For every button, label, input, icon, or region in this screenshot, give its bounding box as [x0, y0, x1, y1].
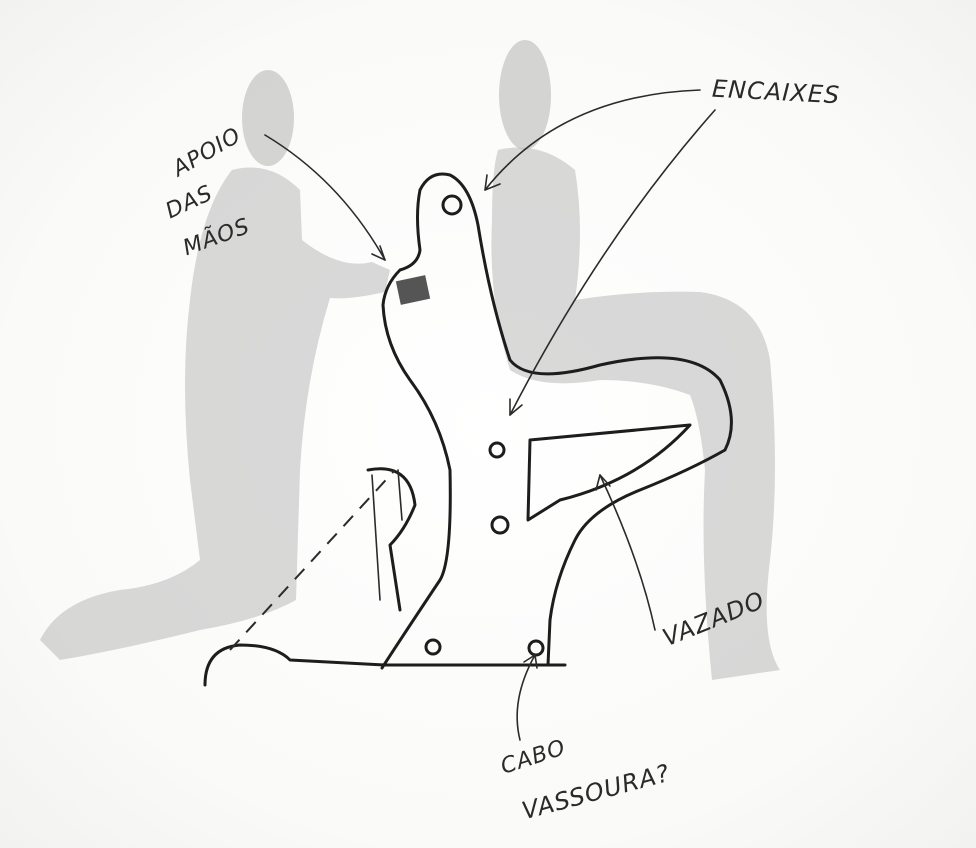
- fitting-hole-lower-left: [426, 640, 440, 654]
- top-fitting-hole: [443, 196, 461, 214]
- annotation-arrows: [265, 90, 715, 740]
- broom-arrow: [517, 655, 535, 740]
- fitting-hole-upper: [490, 443, 504, 457]
- kneeling-person-head: [242, 70, 294, 166]
- support-outline-left: [382, 190, 450, 668]
- seated-person-head: [499, 40, 551, 150]
- fitting-hole-lower-right: [529, 641, 543, 655]
- base-line: [205, 645, 565, 685]
- hollow-arrow: [600, 475, 655, 630]
- rear-support: [368, 469, 415, 610]
- hand-rest-hatch: [396, 275, 430, 305]
- fitting-hole-middle: [492, 517, 508, 533]
- fittings-arrowhead-lower: [510, 399, 522, 415]
